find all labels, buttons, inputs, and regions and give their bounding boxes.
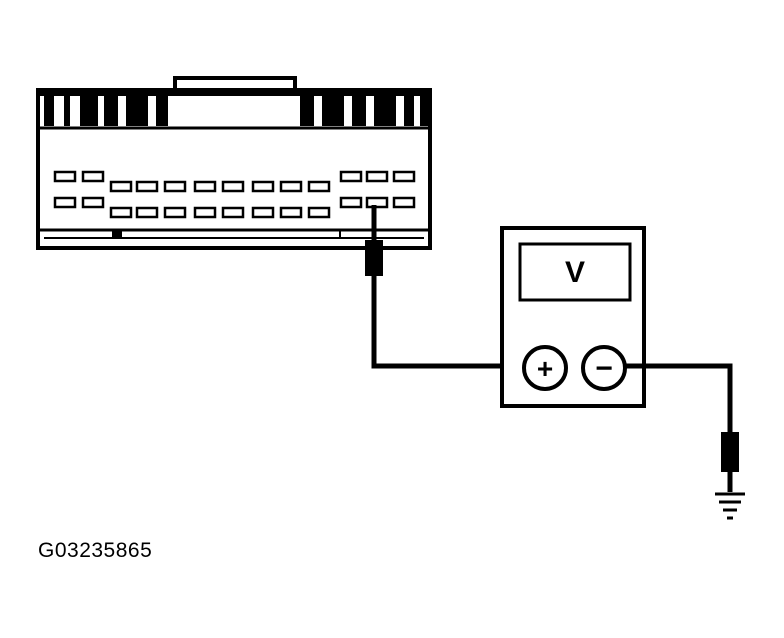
pin-cavity <box>221 206 245 219</box>
pin-cavity <box>53 170 77 183</box>
pin-cavity <box>251 180 275 193</box>
positive-terminal <box>522 345 568 391</box>
pin-cavity <box>365 170 389 183</box>
figure-reference-id: G03235865 <box>38 539 153 562</box>
pin-cavity <box>307 206 331 219</box>
voltmeter-display <box>518 242 632 302</box>
pin-cavity <box>193 206 217 219</box>
pin-cavity <box>279 206 303 219</box>
positive-terminal-label: + <box>537 353 553 384</box>
connector-top-ribs <box>38 90 430 126</box>
pin-cavity <box>392 196 416 209</box>
pin-cavity <box>81 196 105 209</box>
negative-test-lead <box>625 363 739 492</box>
pin-cavity <box>307 180 331 193</box>
connector-pin-cavities <box>53 170 416 219</box>
pin-cavity <box>339 170 363 183</box>
pin-cavity <box>135 206 159 219</box>
negative-terminal-label: − <box>595 352 613 385</box>
electrical-connector <box>36 76 432 250</box>
positive-test-lead <box>365 205 522 369</box>
pin-cavity <box>163 206 187 219</box>
pin-cavity <box>365 196 389 209</box>
pin-cavity <box>53 196 77 209</box>
pin-cavity <box>109 206 133 219</box>
pin-cavity <box>81 170 105 183</box>
ground-lead-clip <box>721 432 739 472</box>
pin-cavity <box>163 180 187 193</box>
voltmeter: V + − <box>500 226 646 408</box>
pin-cavity <box>251 206 275 219</box>
pin-cavity <box>221 180 245 193</box>
ground-icon <box>715 492 745 520</box>
pin-cavity <box>392 170 416 183</box>
pin-cavity <box>193 180 217 193</box>
pin-cavity <box>279 180 303 193</box>
pin-cavity <box>135 180 159 193</box>
pin-cavity <box>339 196 363 209</box>
voltmeter-display-label: V <box>565 256 585 289</box>
pin-cavity <box>109 180 133 193</box>
